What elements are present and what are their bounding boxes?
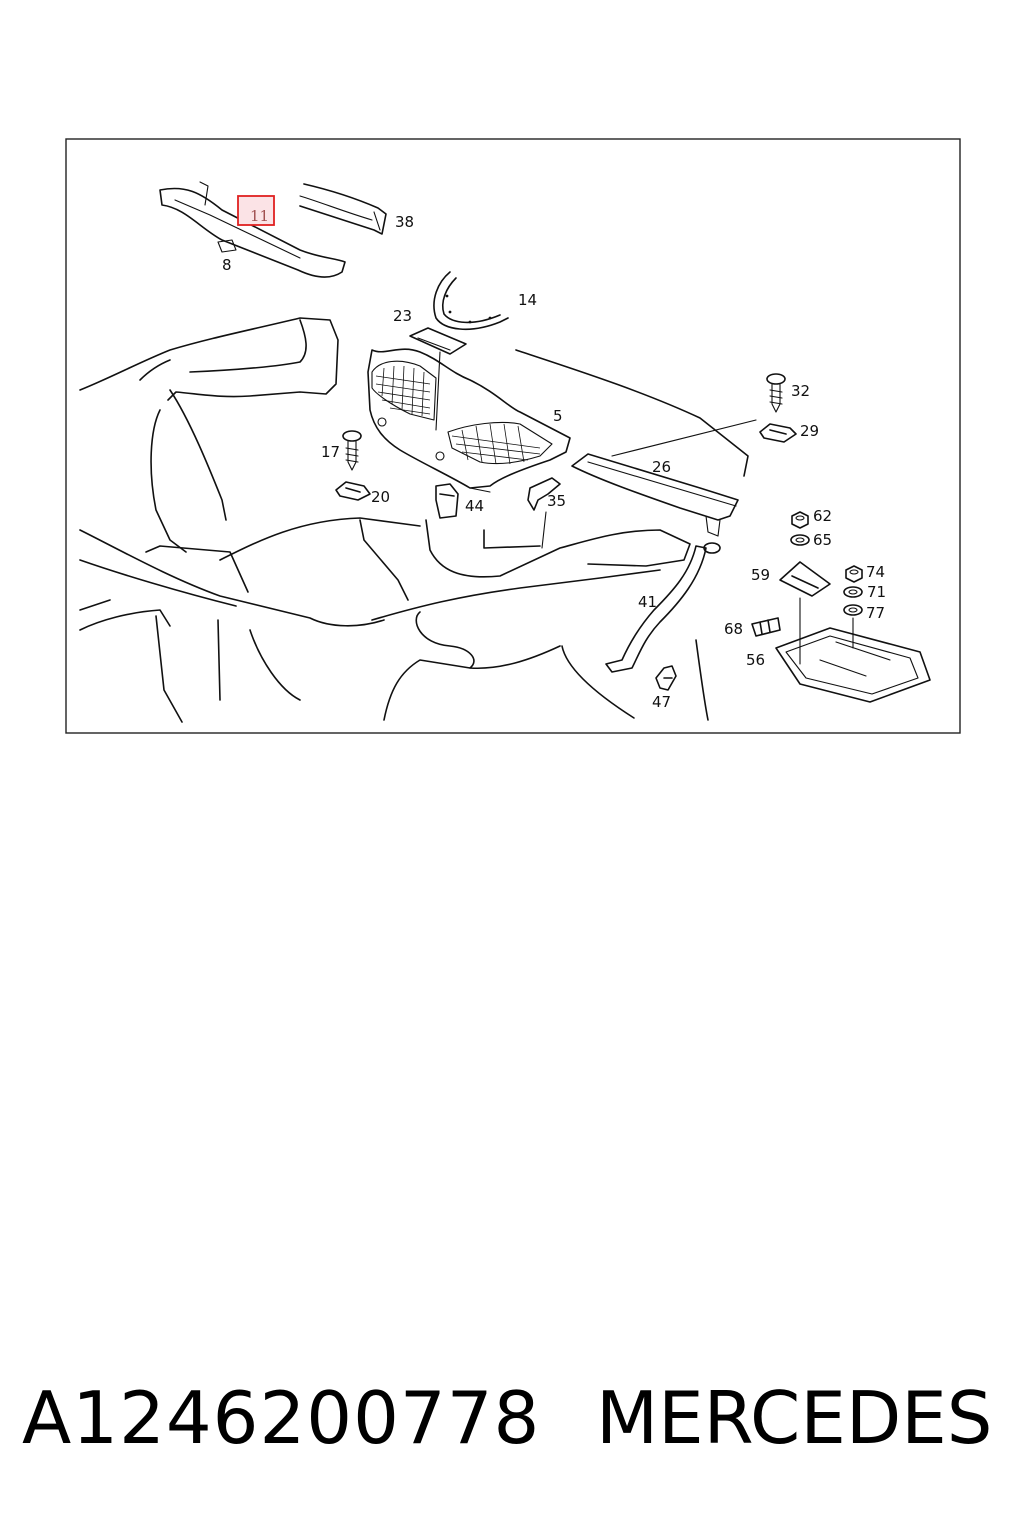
clip-29-icon [759,423,797,443]
bolt-32-icon [766,373,786,413]
part-arc-seal [433,271,509,331]
callout-74[interactable]: 74 [866,563,885,581]
callout-56[interactable]: 56 [746,651,765,669]
callout-47[interactable]: 47 [652,693,671,711]
part-44-bracket [435,483,459,519]
nut-62-icon [791,511,809,529]
part-68-clip [751,617,781,637]
washer-71-icon [843,586,863,598]
part-56-tray [775,627,931,703]
callout-5[interactable]: 5 [553,407,563,425]
callout-32[interactable]: 32 [791,382,810,400]
clip-20-icon [335,481,371,501]
part-cowl-trim-right [571,419,757,537]
callout-41[interactable]: 41 [638,593,657,611]
callout-77[interactable]: 77 [866,604,885,622]
bolt-17-icon [342,430,362,471]
callout-44[interactable]: 44 [465,497,484,515]
callout-59[interactable]: 59 [751,566,770,584]
callout-71[interactable]: 71 [867,583,886,601]
washer-65-icon [790,534,810,546]
brand-name: MERCEDES [596,1376,993,1460]
callout-20[interactable]: 20 [371,488,390,506]
part-seal-strip [159,181,346,278]
callout-17[interactable]: 17 [321,443,340,461]
part-upper-trim [299,183,387,235]
part-pad [409,327,467,431]
part-number: A1246200778 [22,1376,541,1460]
callout-62[interactable]: 62 [813,507,832,525]
body-structure [79,317,709,723]
callout-35[interactable]: 35 [547,492,566,510]
callout-11[interactable]: 11 [250,207,269,225]
part-47-clip [655,665,677,691]
callout-65[interactable]: 65 [813,531,832,549]
diagram-frame [65,138,961,734]
callout-38[interactable]: 38 [395,213,414,231]
callout-8[interactable]: 8 [222,256,232,274]
part-cowl-panel [367,348,571,493]
part-35-bracket [527,477,561,511]
callout-26[interactable]: 26 [652,458,671,476]
callout-68[interactable]: 68 [724,620,743,638]
callout-14[interactable]: 14 [518,291,537,309]
highlight-box-11 [237,195,275,226]
washer-77-icon [843,604,863,616]
callout-23[interactable]: 23 [393,307,412,325]
nut-74-icon [845,565,863,583]
callout-29[interactable]: 29 [800,422,819,440]
parts-diagram: 11 38 8 14 23 32 5 29 17 26 20 44 35 62 … [65,138,961,734]
caption-bar: A1246200778 MERCEDES [0,1372,1024,1472]
part-41-hose [605,542,721,673]
part-59-bracket [779,561,831,597]
